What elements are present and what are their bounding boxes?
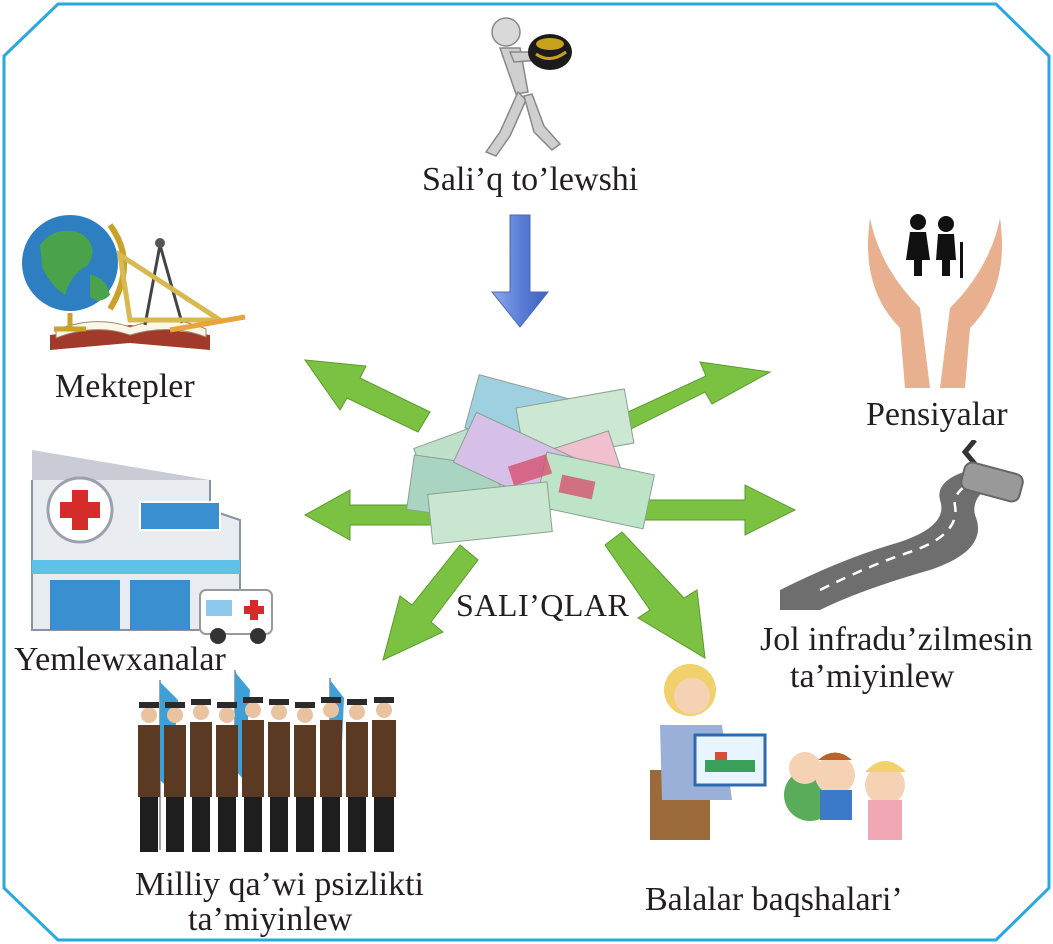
arrow-to-roads bbox=[644, 484, 797, 536]
taxpayer-icon bbox=[484, 17, 572, 157]
banknotes-icon bbox=[406, 374, 656, 545]
security-label-line1: Milliy qa’wi psizlikti bbox=[135, 866, 424, 903]
kindergarten-icon bbox=[650, 664, 906, 840]
arrow-to-pensions bbox=[614, 361, 772, 433]
arrow-to-schools bbox=[303, 359, 431, 433]
roads-label-line1: Jol infradu’zilmesin bbox=[760, 621, 1033, 658]
soldiers-icon bbox=[138, 670, 396, 852]
pensioners-icon bbox=[868, 214, 1002, 388]
roads-label-line2: ta’miyinlew bbox=[790, 658, 955, 695]
taxpayer-label: Sali’q to’lewshi bbox=[422, 161, 639, 198]
arrow-taxpayer-to-taxes bbox=[490, 214, 550, 328]
hospitals-label: Yemlewxanalar bbox=[14, 641, 226, 678]
hospital-icon bbox=[31, 450, 273, 644]
security-label-line2: ta’miyinlew bbox=[188, 901, 353, 938]
taxes-center-label: SALI’QLAR bbox=[456, 587, 630, 623]
arrow-to-hospitals bbox=[303, 489, 441, 541]
schools-label: Mektepler bbox=[55, 368, 195, 405]
road-icon bbox=[780, 440, 1024, 610]
arrow-to-kindergartens bbox=[604, 531, 706, 659]
kindergartens-label: Balalar baqshalari’ bbox=[645, 881, 903, 918]
pensions-label: Pensiyalar bbox=[866, 396, 1008, 433]
arrow-to-security bbox=[382, 544, 479, 661]
school-supplies-icon bbox=[22, 215, 246, 350]
